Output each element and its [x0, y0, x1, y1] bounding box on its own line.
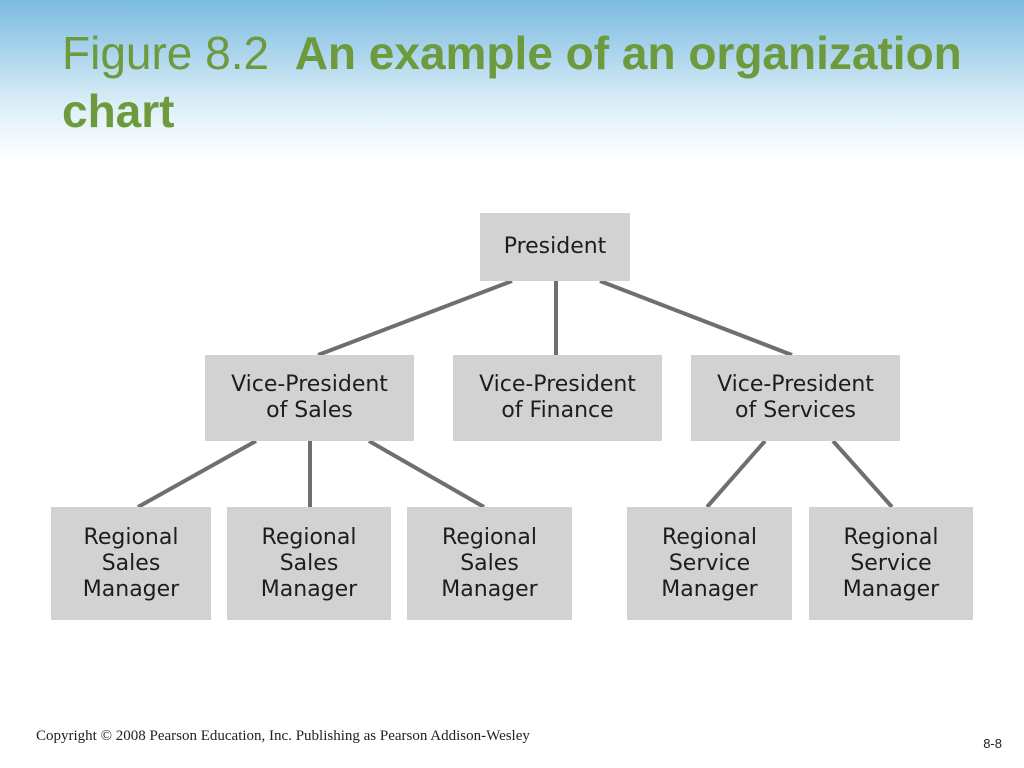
connector-vp-sales-manager-1 [137, 439, 257, 509]
connector-vp-services-manager-1 [705, 439, 767, 509]
page-number: 8-8 [983, 736, 1002, 751]
regional-service-manager-box: Regional Service Manager [809, 507, 973, 620]
connector-vp-sales-manager-3 [368, 439, 485, 509]
title-text: An example of an organization chart [62, 27, 962, 137]
slide-title: Figure 8.2 An example of an organization… [62, 24, 962, 140]
figure-label: Figure 8.2 [62, 27, 270, 79]
regional-sales-manager-box: Regional Sales Manager [227, 507, 391, 620]
vp-services-box: Vice-President of Services [691, 355, 900, 441]
connector-president-vp-services [599, 279, 793, 357]
connector-president-vp-sales [317, 279, 513, 357]
vp-finance-box: Vice-President of Finance [453, 355, 662, 441]
connector-vp-services-manager-2 [831, 439, 894, 509]
copyright-text: Copyright © 2008 Pearson Education, Inc.… [36, 728, 530, 744]
regional-service-manager-box: Regional Service Manager [627, 507, 792, 620]
president-box: President [480, 213, 630, 281]
regional-sales-manager-box: Regional Sales Manager [51, 507, 211, 620]
regional-sales-manager-box: Regional Sales Manager [407, 507, 572, 620]
vp-sales-box: Vice-President of Sales [205, 355, 414, 441]
